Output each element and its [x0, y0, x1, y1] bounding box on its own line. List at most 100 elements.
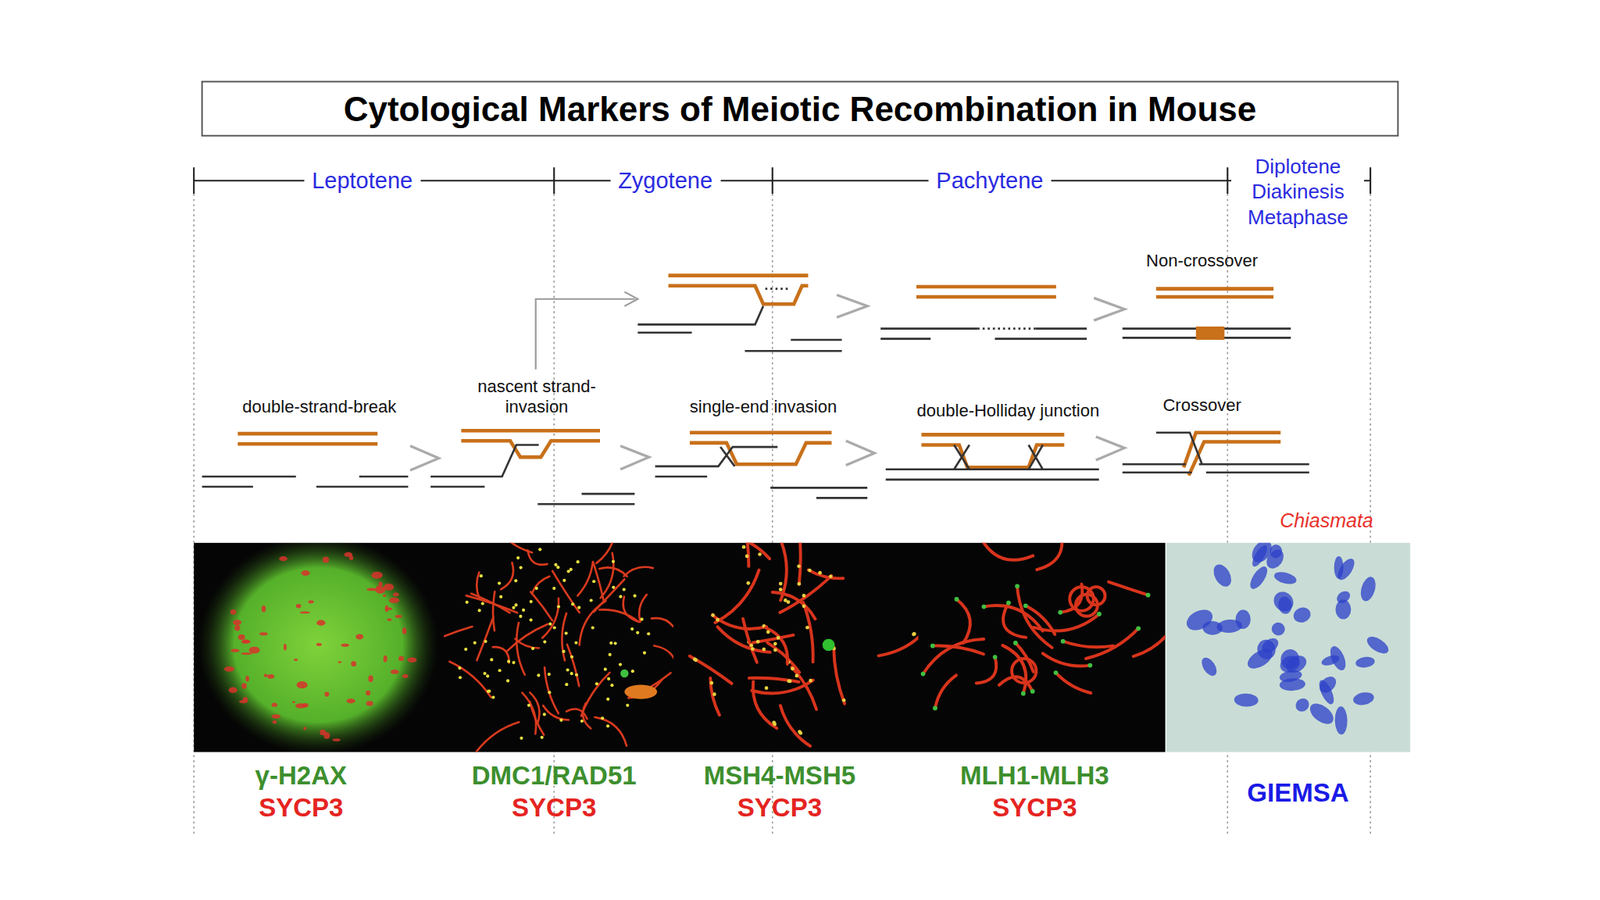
chromosome-axis — [593, 578, 625, 612]
focus-dot — [622, 587, 626, 591]
chromosome-axis — [1017, 585, 1053, 648]
axis-speck — [337, 660, 342, 664]
chromosome-axis — [1025, 605, 1055, 635]
focus-dot — [606, 724, 610, 728]
focus-dot — [805, 625, 810, 630]
bivalent — [1269, 587, 1297, 615]
focus-dot — [808, 678, 813, 683]
axis-speck — [271, 714, 281, 718]
dna-duplex — [885, 444, 1100, 479]
chromosome-axis — [878, 623, 919, 656]
focus-dot — [794, 674, 799, 679]
axis-speck — [322, 556, 329, 563]
focus-dot — [557, 604, 561, 608]
focus-dot — [756, 639, 761, 644]
micrograph-cell — [689, 542, 919, 747]
dotted-strand — [765, 287, 789, 290]
axis-speck — [390, 669, 400, 675]
axis-speck — [272, 720, 277, 724]
focus-dot — [497, 581, 501, 585]
chevron — [620, 446, 650, 470]
chromosome-axis — [544, 667, 559, 714]
axis-speck — [402, 674, 409, 679]
chromosome-axis — [753, 681, 778, 729]
stage-label: Pachytene — [928, 167, 1051, 195]
step-chevrons — [410, 294, 1125, 471]
chromosome-axis — [935, 675, 957, 708]
chromosome-axis — [1042, 653, 1091, 666]
axis-speck — [264, 674, 268, 678]
focus-dot — [981, 604, 986, 610]
bivalent — [1291, 605, 1313, 625]
chromosome-axis — [582, 703, 591, 729]
focus-dot — [548, 622, 552, 626]
focus-dot — [796, 564, 801, 568]
focus-dot — [561, 650, 565, 654]
chromosome-axis — [596, 542, 615, 564]
bivalent — [1270, 621, 1287, 638]
chromosome-axis — [923, 639, 985, 675]
focus-dot — [547, 690, 551, 694]
chromosome-axis — [736, 542, 749, 567]
chromosome-axis — [561, 613, 567, 661]
chromosome-axis — [639, 594, 647, 622]
focus-dot — [798, 731, 803, 736]
bivalent — [1235, 609, 1251, 629]
focus-dot — [481, 601, 485, 605]
chevron — [410, 446, 440, 471]
focus-dot — [592, 579, 596, 583]
focus-dot — [828, 574, 833, 579]
chromosome-loop — [1087, 586, 1106, 605]
focus-dot — [566, 667, 570, 672]
chromosome-axis — [514, 639, 539, 649]
branch-arrow — [535, 292, 639, 370]
axis-speck — [271, 703, 278, 708]
focus-dot — [1164, 632, 1166, 637]
focus-dot — [479, 574, 483, 578]
axis-speck — [292, 700, 296, 704]
bivalent — [1202, 621, 1223, 636]
chromosome-axis — [599, 609, 640, 622]
bivalent — [1335, 599, 1351, 619]
focus-dot — [773, 642, 778, 647]
axis-speck — [366, 700, 374, 706]
chromosome-axis — [980, 542, 1034, 561]
chromosome-axis — [1063, 641, 1115, 648]
axis-speck — [230, 609, 237, 615]
focus-dot — [591, 625, 595, 629]
focus-dot — [486, 689, 490, 693]
focus-dot — [531, 646, 535, 650]
axis-speck — [367, 675, 373, 683]
focus-dot — [746, 581, 750, 586]
axis-speck — [238, 634, 246, 640]
bivalent — [1247, 542, 1275, 567]
marker-label: SYCP3 — [737, 792, 822, 825]
focus-dot — [788, 679, 793, 684]
chromosome-axis — [1036, 542, 1062, 570]
axis-speck — [323, 732, 330, 739]
focus-dot — [630, 627, 634, 631]
focus-dot — [772, 722, 777, 727]
focus-dot — [552, 586, 556, 590]
axis-speck — [300, 610, 311, 614]
axis-speck — [241, 652, 253, 655]
focus-dot — [1087, 663, 1093, 668]
focus-dot — [802, 593, 807, 598]
focus-dot — [921, 671, 926, 677]
focus-dot — [764, 685, 769, 690]
bivalent — [1246, 564, 1271, 593]
focus-dot — [553, 625, 557, 629]
chromosome-axis — [791, 667, 817, 710]
title-frame — [202, 81, 1399, 136]
focus-dot — [464, 647, 468, 651]
chromosome-axis — [443, 626, 472, 645]
axis-speck — [341, 643, 350, 647]
axis-speck — [382, 594, 386, 597]
axis-speck — [346, 698, 356, 704]
focus-dot — [553, 563, 558, 567]
focus-dot — [603, 667, 608, 672]
focus-dot — [802, 603, 807, 608]
focus-dot — [562, 578, 566, 583]
axis-speck — [293, 658, 298, 661]
focus-dot — [595, 682, 599, 686]
